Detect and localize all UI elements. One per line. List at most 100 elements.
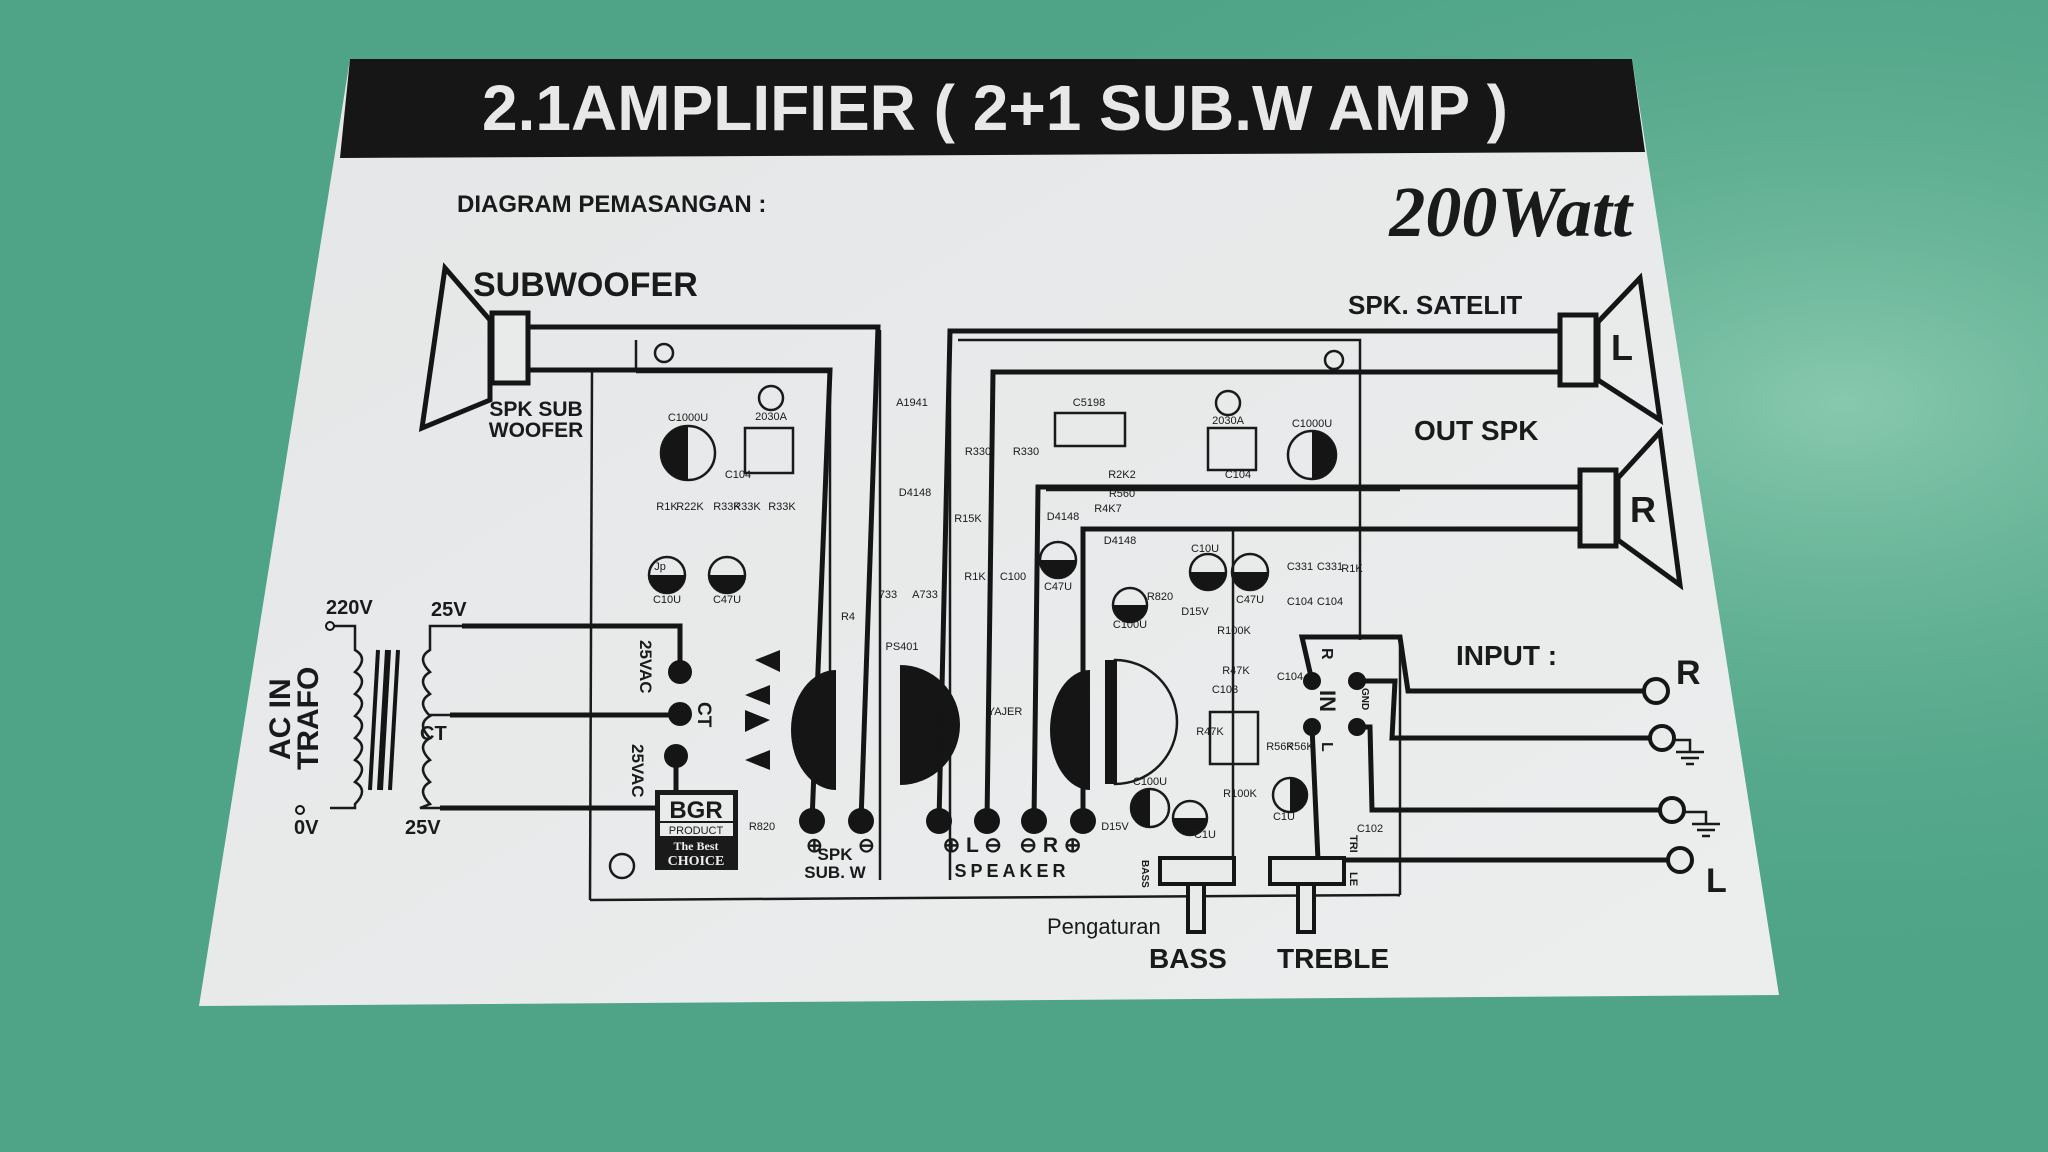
- component-label: A1941: [896, 397, 928, 409]
- vac-top-label: 25VAC: [636, 640, 655, 694]
- component-label: PS401: [885, 641, 918, 653]
- component-label: C47U: [713, 594, 741, 606]
- component-label: R33K: [733, 501, 761, 513]
- component-label: R1K: [656, 501, 678, 513]
- component-label: R820: [1147, 591, 1173, 603]
- svg-text:BGR: BGR: [669, 797, 722, 824]
- treble-label: TREBLE: [1277, 943, 1389, 974]
- right-satellite-speaker-icon: [1577, 426, 1684, 591]
- component-label: R33K: [713, 501, 741, 513]
- trafo-220v: 220V: [326, 597, 373, 619]
- component-label: R22K: [676, 501, 704, 513]
- component-label: 733: [879, 589, 897, 601]
- spk-satelit-label: SPK. SATELIT: [1348, 290, 1522, 320]
- bass-potentiometer[interactable]: [1158, 856, 1236, 934]
- component-label: R560: [1109, 488, 1135, 500]
- right-speaker-letter: R: [1630, 489, 1656, 530]
- spk-sub-label: SPK: [818, 845, 854, 864]
- component-label: C1U: [1273, 811, 1295, 823]
- component-label: C104: [1317, 596, 1343, 608]
- component-label: R56K: [1266, 741, 1294, 753]
- le-label: LE: [1347, 872, 1359, 886]
- component-label: R47K: [1222, 665, 1250, 677]
- component-label: C331: [1317, 561, 1343, 573]
- terminal-ct: [668, 702, 692, 726]
- sub-w-label: SUB. W: [804, 863, 866, 882]
- component-label: C104: [1287, 596, 1313, 608]
- rca-jack-l[interactable]: [1666, 846, 1694, 874]
- component-label: R2K2: [1108, 469, 1136, 481]
- component-label: YAJER: [988, 706, 1023, 718]
- component-label: 2030A: [1212, 415, 1244, 427]
- treble-potentiometer[interactable]: [1268, 856, 1346, 934]
- component-label: R100K: [1217, 625, 1251, 637]
- component-label: D4148: [1047, 511, 1079, 523]
- bgr-brand-logo: BGR PRODUCT The Best CHOICE: [655, 790, 738, 870]
- component-label: C5198: [1073, 397, 1105, 409]
- svg-text:The Best: The Best: [674, 839, 719, 853]
- component-label: R1K: [1341, 563, 1363, 575]
- bass-small-label: BASS: [1139, 860, 1150, 888]
- component-label: C47U: [1044, 581, 1072, 593]
- speaker-label: SPEAKER: [954, 861, 1069, 881]
- title-bar: [340, 59, 1645, 158]
- rca-jack-r[interactable]: [1642, 677, 1670, 705]
- pcb-outline: [588, 330, 1402, 902]
- component-label: R330: [1013, 446, 1039, 458]
- left-satellite-speaker-icon: [1557, 272, 1664, 426]
- component-label: C103: [1212, 684, 1238, 696]
- in-label: IN: [1315, 690, 1340, 712]
- component-label: R56K: [1286, 741, 1314, 753]
- sub-plus: ⊕: [806, 835, 823, 857]
- sub-minus: ⊖: [858, 835, 875, 857]
- diagram-subtitle: DIAGRAM PEMASANGAN :: [457, 191, 766, 218]
- trafo-ct: CT: [420, 723, 447, 745]
- vac-bottom-label: 25VAC: [628, 744, 647, 798]
- component-label: R100K: [1223, 788, 1257, 800]
- component-label: A733: [912, 589, 938, 601]
- bass-label: BASS: [1149, 943, 1227, 974]
- terminal-25vac-top: [668, 660, 692, 684]
- trafo-0v: 0V: [294, 817, 319, 839]
- speaker-pins-label: ⊕ L ⊖ ⊖ R ⊕: [943, 834, 1082, 857]
- component-label: R1K: [964, 571, 986, 583]
- transformer-icon: [295, 621, 462, 815]
- component-label: C104: [725, 469, 751, 481]
- component-label: C1000U: [1292, 418, 1332, 430]
- gnd-label: GND: [1359, 688, 1370, 710]
- subwoofer-label: SUBWOOFER: [473, 266, 698, 304]
- out-spk-label: OUT SPK: [1414, 415, 1538, 446]
- trafo-25v-top: 25V: [431, 599, 467, 621]
- spk-sub-label-2: WOOFER: [489, 419, 584, 442]
- component-label: C102: [1357, 823, 1383, 835]
- mounting-hole-icon: [653, 342, 675, 364]
- subwoofer-speaker-icon: [418, 262, 531, 432]
- left-speaker-letter: L: [1611, 327, 1633, 368]
- rca-jack-ground-1[interactable]: [1648, 724, 1676, 752]
- ac-in-label: AC IN: [264, 678, 297, 760]
- terminal-25vac-bottom: [664, 744, 688, 768]
- component-label: C10U: [653, 594, 681, 606]
- svg-text:PRODUCT: PRODUCT: [669, 825, 724, 837]
- component-label: D15V: [1181, 606, 1209, 618]
- component-label: C100: [1000, 571, 1026, 583]
- speaker-wires: [528, 324, 1580, 822]
- component-label: R4K7: [1094, 503, 1122, 515]
- mounting-hole-icon: [1323, 349, 1345, 371]
- rca-jack-ground-2[interactable]: [1658, 796, 1686, 824]
- treble-small-label: TRI: [1347, 835, 1359, 853]
- component-label: D4148: [1104, 535, 1136, 547]
- ground-icon: [1674, 738, 1704, 766]
- component-label: C1U: [1194, 829, 1216, 841]
- component-label: R4: [841, 611, 855, 623]
- spk-sub-label-1: SPK SUB: [489, 398, 582, 421]
- pengaturan-label: Pengaturan: [1047, 914, 1161, 939]
- component-label: C104: [1225, 469, 1251, 481]
- input-r-label: R: [1676, 654, 1701, 692]
- component-label: C47U: [1236, 594, 1264, 606]
- board-ct-label: CT: [693, 702, 714, 728]
- component-label: Jp: [654, 561, 666, 573]
- component-label: D4148: [899, 487, 931, 499]
